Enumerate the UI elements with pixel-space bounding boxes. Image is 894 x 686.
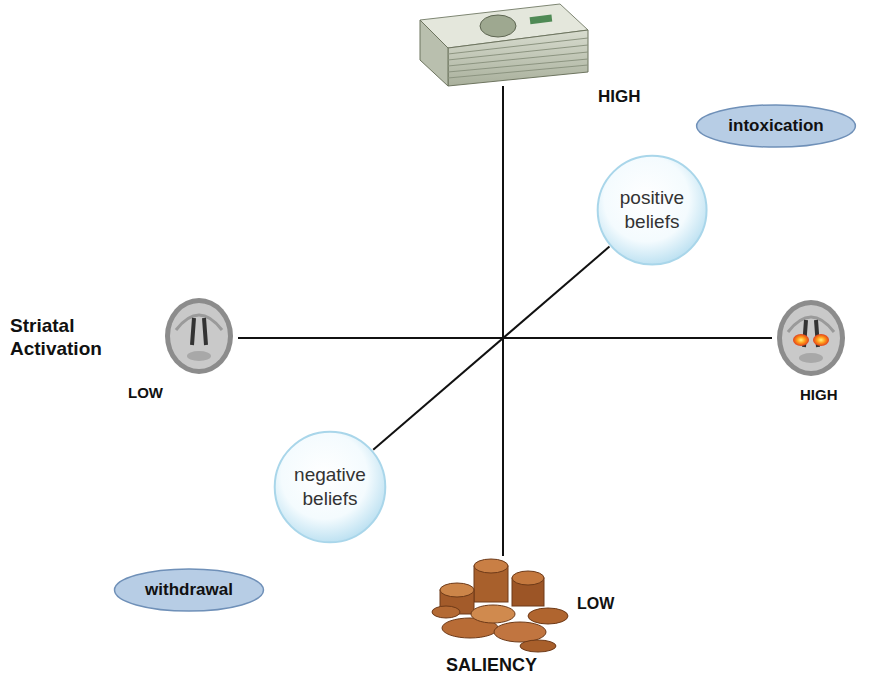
axis-label: SALIENCY [446,655,537,677]
node-outline [273,430,387,544]
node-text: positive beliefs [609,186,695,234]
outline-ellipse [697,105,856,147]
axis-label: HIGH [800,386,838,404]
axis-label: Striatal Activation [10,315,125,361]
saliency-axis [502,86,504,556]
belief-bubble: negative beliefs [273,430,387,544]
coin-pile [432,559,568,652]
node-text: withdrawal [145,580,233,600]
belief-bubble: positive beliefs [596,154,708,266]
outline-ellipse [598,156,707,265]
node-outline [596,154,708,266]
axis-label: HIGH [598,87,641,107]
axis-label: LOW [128,384,163,402]
belief-connector [373,247,609,450]
node-text: intoxication [728,116,823,136]
outline-ellipse [115,569,264,611]
brain-scan-high [774,300,848,380]
axis-label: LOW [577,594,614,613]
money-stack [420,4,588,86]
state-ellipse: withdrawal [113,568,265,612]
node-text: negative beliefs [287,463,373,511]
outline-ellipse [275,432,386,543]
brain-scan-low [163,298,235,378]
state-ellipse: intoxication [695,104,857,148]
